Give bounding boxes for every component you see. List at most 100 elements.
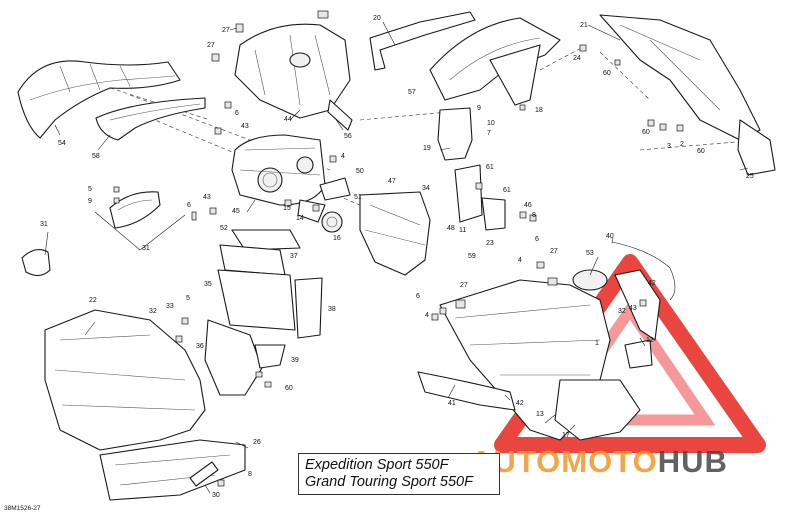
callout: 2 <box>680 141 684 148</box>
part-large-fairing-22 <box>44 309 206 451</box>
callout: 36 <box>196 343 204 350</box>
part-trim-strip-20 <box>369 11 476 71</box>
callout: 53 <box>586 250 594 257</box>
callout: 31 <box>40 221 48 228</box>
callout: 4 <box>518 257 522 264</box>
callout: 45 <box>232 208 240 215</box>
callout: 60 <box>285 385 293 392</box>
callout: 9 <box>477 105 481 112</box>
reference-code: 38M1526-27 <box>4 505 41 512</box>
callout: 27 <box>222 27 230 34</box>
callout: 51 <box>354 194 362 201</box>
part-bracket-19 <box>437 107 473 161</box>
part-side-fairing <box>429 17 561 106</box>
part-lower-pan-26 <box>99 439 246 501</box>
callout: 35 <box>204 281 212 288</box>
callout: 43 <box>203 194 211 201</box>
part-bracket-30 <box>189 461 219 487</box>
part-lower-panels <box>204 319 286 396</box>
callout: 6 <box>187 202 191 209</box>
part-upper-housing <box>234 23 353 131</box>
callout: 30 <box>212 492 220 499</box>
part-right-fairing <box>599 14 776 176</box>
part-right-lower-fairing <box>417 269 661 441</box>
callout: 54 <box>58 140 66 147</box>
model-title-line-1: Expedition Sport 550F <box>305 457 449 473</box>
callout: 41 <box>448 400 456 407</box>
callout: 18 <box>535 107 543 114</box>
callout: 27 <box>207 42 215 49</box>
callout: 27 <box>550 248 558 255</box>
callout: 60 <box>603 70 611 77</box>
model-title-box: Expedition Sport 550F Grand Touring Spor… <box>298 453 500 495</box>
callout: 25 <box>746 173 754 180</box>
callout: 1 <box>595 340 599 347</box>
callout: 61 <box>486 164 494 171</box>
callout: 5 <box>88 186 92 193</box>
callout: 59 <box>468 253 476 260</box>
callout: 4 <box>425 312 429 319</box>
callout: 11 <box>459 227 466 234</box>
callout: 42 <box>648 280 656 287</box>
callout: 15 <box>283 205 291 212</box>
callout-labels: 27 20 21 27 57 18 24 60 54 58 6 43 44 56… <box>40 15 754 499</box>
part-mirror <box>21 191 186 277</box>
leader-lines <box>44 21 749 494</box>
callout: 42 <box>516 400 524 407</box>
callout: 60 <box>642 129 650 136</box>
callout: 21 <box>580 22 588 29</box>
model-title-line-2: Grand Touring Sport 550F <box>305 474 473 490</box>
part-wire-40 <box>611 241 676 301</box>
callout: 4 <box>341 153 345 160</box>
callout: 32 <box>149 308 157 315</box>
callout: 27 <box>460 282 468 289</box>
callout: 50 <box>356 168 364 175</box>
callout: 9 <box>88 198 92 205</box>
callout: 6 <box>535 236 539 243</box>
callout: 8 <box>532 212 536 219</box>
callout: 8 <box>248 471 252 478</box>
callout: 13 <box>536 411 544 418</box>
callout: 40 <box>606 233 614 240</box>
callout: 5 <box>186 295 190 302</box>
callout: 44 <box>284 116 292 123</box>
callout: 12 <box>646 337 654 344</box>
callout: 38 <box>328 306 336 313</box>
callout: 24 <box>573 55 581 62</box>
callout: 37 <box>290 253 298 260</box>
watermark-text: AUTOMOTOHUB <box>470 444 728 479</box>
callout: 34 <box>422 185 430 192</box>
callout: 26 <box>253 439 261 446</box>
callout: 56 <box>344 133 352 140</box>
callout: 61 <box>503 187 511 194</box>
callout: 60 <box>697 148 705 155</box>
callout: 7 <box>487 130 491 137</box>
callout: 33 <box>166 303 174 310</box>
callout: 3 <box>667 143 671 150</box>
callout: 47 <box>388 178 396 185</box>
hardware-items <box>113 10 684 487</box>
callout: 6 <box>416 293 420 300</box>
part-vent-58 <box>95 97 206 141</box>
callout: 23 <box>486 240 494 247</box>
callout: 58 <box>92 153 100 160</box>
callout: 43 <box>241 123 249 130</box>
callout: 57 <box>408 89 416 96</box>
part-side-panel-47 <box>359 164 506 276</box>
callout: 10 <box>487 120 495 127</box>
part-windshield-cover <box>17 60 181 139</box>
callout: 31 <box>142 245 150 252</box>
part-inner-panels <box>217 229 323 339</box>
callout: 19 <box>423 145 431 152</box>
callout: 46 <box>524 202 532 209</box>
part-headlight <box>231 134 326 206</box>
callout: 16 <box>333 235 341 242</box>
callout: 32 <box>618 308 626 315</box>
callout: 20 <box>373 15 381 22</box>
callout: 39 <box>291 357 299 364</box>
callout: 43 <box>629 305 637 312</box>
callout: 17 <box>562 432 570 439</box>
callout: 14 <box>296 215 304 222</box>
callout: 52 <box>220 225 228 232</box>
